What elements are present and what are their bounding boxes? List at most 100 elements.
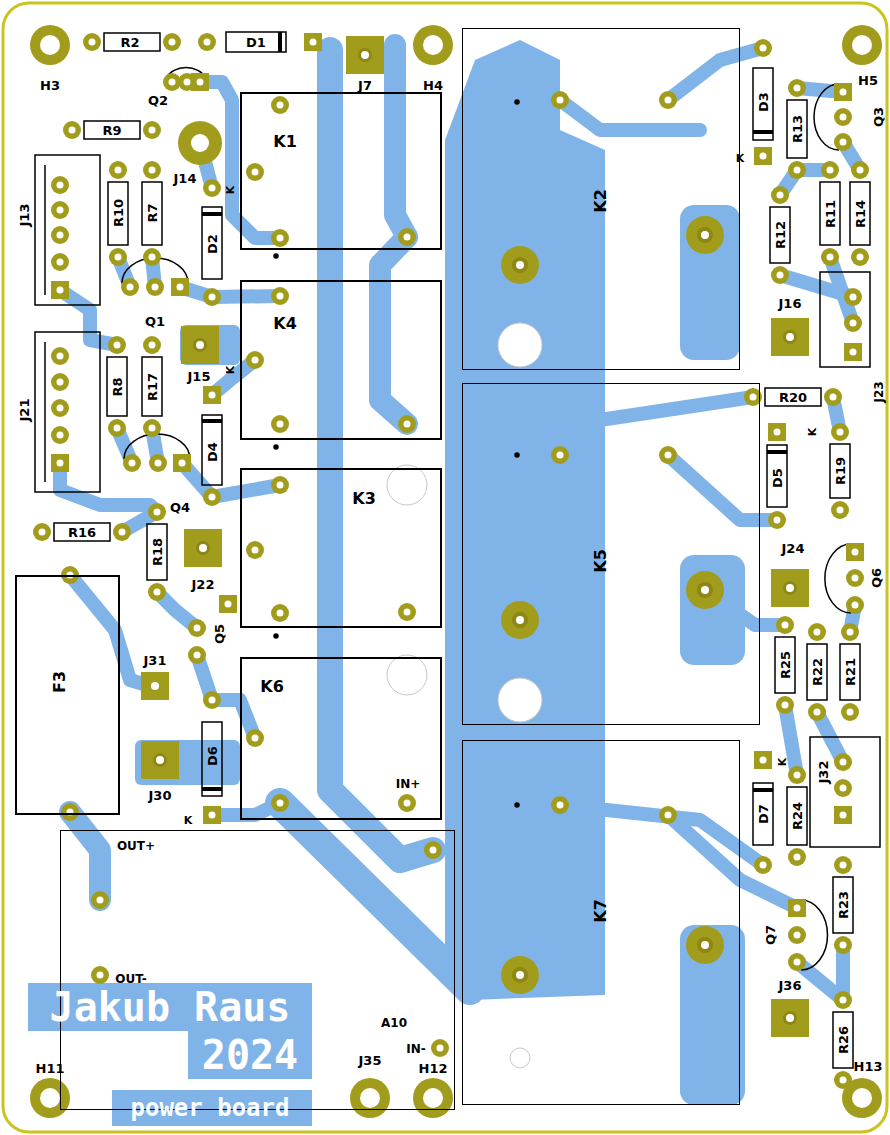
pad <box>851 161 869 179</box>
pin1-dot <box>274 634 278 638</box>
reference-designator: J21 <box>18 399 31 422</box>
mounting-hole <box>413 1078 453 1118</box>
resistor-outline <box>770 207 790 263</box>
pad <box>198 33 216 51</box>
pad <box>754 856 772 874</box>
reference-designator: K2 <box>593 189 609 213</box>
relay-pad <box>686 216 724 254</box>
pad <box>841 703 859 721</box>
resistor-outline <box>787 787 807 845</box>
reference-designator: J35 <box>359 1054 382 1067</box>
pad <box>659 446 677 464</box>
copper-traces <box>60 45 860 1000</box>
reference-designator: R7 <box>146 203 159 222</box>
resistor-outline <box>830 444 850 498</box>
reference-designator: R8 <box>111 377 124 396</box>
mounting-holes <box>30 25 882 1118</box>
pad <box>771 266 789 284</box>
copper-pours <box>28 40 745 1126</box>
mounting-hole <box>30 25 70 65</box>
pad <box>203 488 221 506</box>
pad <box>271 229 289 247</box>
pad <box>109 248 127 266</box>
diode-band <box>202 787 222 791</box>
reference-designator: J24 <box>782 542 805 555</box>
pad <box>398 228 416 246</box>
text-backing <box>112 1090 312 1126</box>
copper-trace <box>560 397 753 455</box>
reference-designator: Q1 <box>145 315 165 328</box>
reference-designator: K <box>777 758 788 767</box>
pad <box>788 161 806 179</box>
square-pad <box>173 454 191 472</box>
resistor-outline <box>104 33 160 51</box>
square-pad <box>834 83 852 101</box>
pad <box>788 766 806 784</box>
reference-designator: K <box>225 186 236 195</box>
relay-outline: K6 <box>240 657 442 820</box>
connector-outline <box>35 332 100 492</box>
square-pad <box>754 751 772 769</box>
pad <box>271 604 289 622</box>
diode-outline <box>753 68 773 140</box>
pad <box>771 186 789 204</box>
diode-band <box>753 130 773 134</box>
reference-designator: F3 <box>52 671 68 693</box>
pad <box>148 583 166 601</box>
connector-outline <box>810 737 880 847</box>
resistor-outline <box>142 357 162 416</box>
pin1-dot <box>515 100 519 104</box>
resistor-outline <box>775 637 795 693</box>
reference-designator: K <box>184 815 193 826</box>
pad <box>788 79 806 97</box>
square-pad <box>846 543 864 561</box>
pad <box>51 201 69 219</box>
square-pad <box>788 899 806 917</box>
reference-designator: K6 <box>260 679 284 695</box>
copper-pour <box>680 205 740 360</box>
reference-designator: R18 <box>151 538 164 566</box>
relay-outline: K4 <box>240 280 442 440</box>
reference-designator: J7 <box>358 79 372 92</box>
copper-pour <box>445 40 605 1000</box>
pad <box>51 176 69 194</box>
copper-trace <box>560 805 763 865</box>
pad <box>51 373 69 391</box>
pad <box>149 454 167 472</box>
resistor-outline <box>833 1012 853 1068</box>
terminal-pad <box>178 121 222 165</box>
silkscreen-label: OUT- <box>115 973 146 985</box>
bare-hole <box>387 465 427 505</box>
pad <box>143 161 161 179</box>
reference-designator: K3 <box>352 491 376 507</box>
reference-designator: R17 <box>146 373 159 401</box>
reference-designator: H12 <box>419 1062 448 1075</box>
pad <box>821 248 839 266</box>
diode-outline <box>202 207 222 279</box>
power-relay-outline: K5 <box>462 383 760 725</box>
terminal-pad <box>350 1078 390 1118</box>
pad <box>398 603 416 621</box>
pad <box>768 511 786 529</box>
text-backing <box>28 983 312 1031</box>
pad <box>754 39 772 57</box>
terminal-pad <box>184 529 222 567</box>
reference-designator: R20 <box>779 391 807 404</box>
resistor-outline <box>833 877 853 933</box>
copper-pour <box>180 325 240 365</box>
pad <box>33 523 51 541</box>
author-text: 2024 <box>202 1035 298 1075</box>
pad <box>246 729 264 747</box>
reference-designator: D2 <box>206 234 219 254</box>
pad <box>271 287 289 305</box>
pad <box>831 501 849 519</box>
pad <box>431 1039 449 1057</box>
author-text: power board <box>131 1096 290 1120</box>
reference-designator: J14 <box>174 172 197 185</box>
pad <box>271 415 289 433</box>
resistor-outline <box>787 100 807 158</box>
terminal-pad <box>141 672 169 700</box>
reference-designator: H11 <box>36 1062 65 1075</box>
